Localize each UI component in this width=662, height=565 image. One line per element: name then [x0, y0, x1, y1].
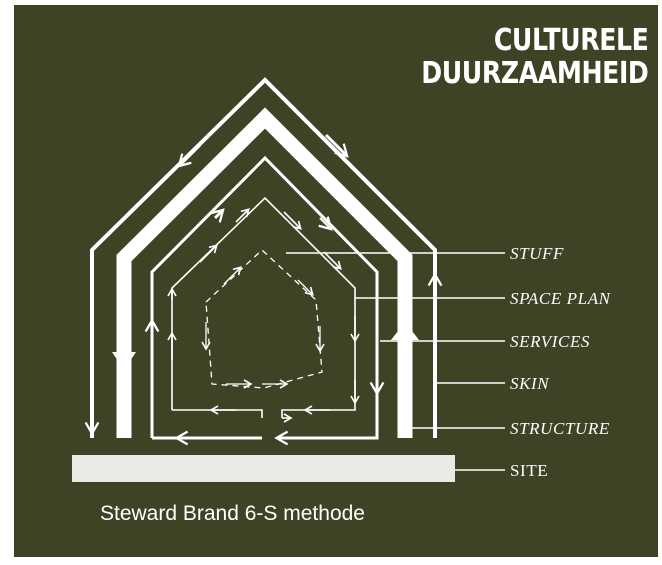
page-title: CULTURELE DUURZAAMHEID	[420, 23, 649, 91]
leader-lines	[286, 252, 505, 471]
label-stuff: STUFF	[510, 244, 564, 263]
stuff-layer	[201, 249, 325, 389]
site-ground	[72, 455, 455, 482]
label-space-plan: SPACE PLAN	[510, 289, 612, 308]
title-line-2: DUURZAAMHEID	[420, 56, 649, 91]
label-services: SERVICES	[510, 332, 590, 351]
space-plan-layer	[167, 196, 360, 423]
label-site: SITE	[510, 461, 548, 480]
caption: Steward Brand 6-S methode	[100, 502, 365, 525]
structure-layer	[112, 107, 419, 438]
title-line-1: CULTURELE	[493, 23, 648, 58]
skin-layer	[84, 77, 443, 438]
label-skin: SKIN	[510, 374, 550, 393]
services-layer	[144, 155, 385, 446]
label-structure: STRUCTURE	[510, 419, 610, 438]
